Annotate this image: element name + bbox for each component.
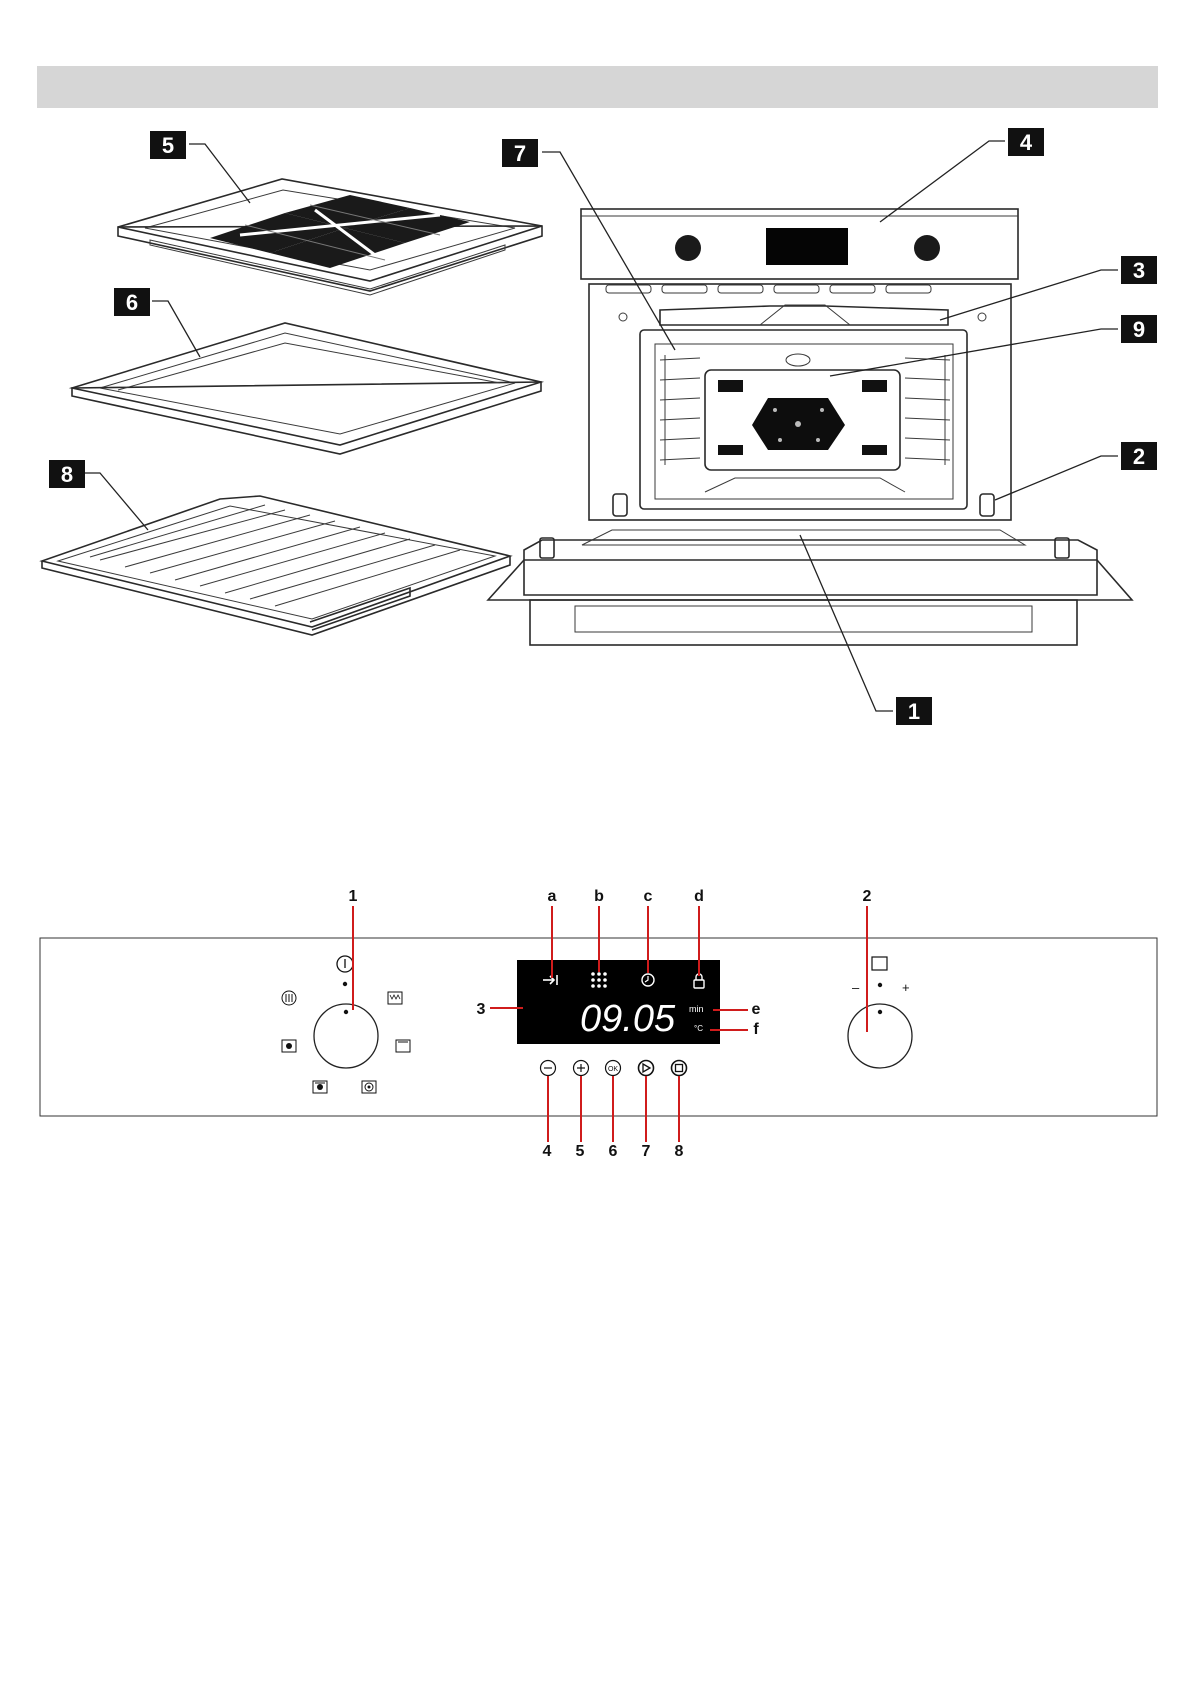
panel-label-2: 2 [863, 888, 872, 905]
unit-celsius-label: °C [694, 1024, 703, 1033]
oven-knob-left [675, 235, 701, 261]
baking-tray [72, 323, 541, 454]
oven-drawer [530, 600, 1077, 645]
panel-label-5: 5 [576, 1143, 585, 1160]
svg-text:9: 9 [1133, 317, 1145, 342]
panel-label-a: a [548, 888, 557, 905]
grill-pan [118, 179, 542, 295]
wire-shelf [42, 496, 510, 635]
svg-text:7: 7 [514, 141, 526, 166]
svg-text:2: 2 [1133, 444, 1145, 469]
callout-4: 4 [1008, 128, 1044, 156]
oven-knob-right [914, 235, 940, 261]
panel-label-6: 6 [609, 1143, 618, 1160]
panel-label-e: e [752, 1001, 761, 1018]
display-time: 09.05 [580, 998, 676, 1040]
panel-label-f: f [753, 1021, 759, 1038]
oven-illustration [488, 209, 1132, 645]
panel-label-7: 7 [642, 1143, 651, 1160]
callout-5: 5 [150, 131, 186, 159]
svg-text:3: 3 [1133, 258, 1145, 283]
callout-8: 8 [49, 460, 85, 488]
callout-7: 7 [502, 139, 538, 167]
callout-9: 9 [1121, 315, 1157, 343]
callout-2: 2 [1121, 442, 1157, 470]
panel-label-3: 3 [477, 1001, 486, 1018]
oven-door [524, 540, 1097, 595]
svg-text:5: 5 [162, 133, 174, 158]
panel-label-c: c [644, 888, 653, 905]
panel-label-b: b [594, 888, 604, 905]
panel-label-4: 4 [543, 1143, 552, 1160]
svg-text:8: 8 [61, 462, 73, 487]
svg-text:1: 1 [908, 699, 920, 724]
panel-label-8: 8 [675, 1143, 684, 1160]
oven-display [766, 228, 848, 265]
plus-sign: + [902, 980, 910, 995]
svg-text:6: 6 [126, 290, 138, 315]
program-grid-icon [591, 972, 607, 988]
callout-1: 1 [896, 697, 932, 725]
svg-text:4: 4 [1020, 130, 1033, 155]
unit-min-label: min [689, 1004, 704, 1014]
minus-sign: – [852, 980, 860, 995]
panel-label-1: 1 [349, 888, 358, 905]
callout-3: 3 [1121, 256, 1157, 284]
callout-6: 6 [114, 288, 150, 316]
panel-label-d: d [694, 888, 704, 905]
svg-text:OK: OK [608, 1066, 618, 1073]
